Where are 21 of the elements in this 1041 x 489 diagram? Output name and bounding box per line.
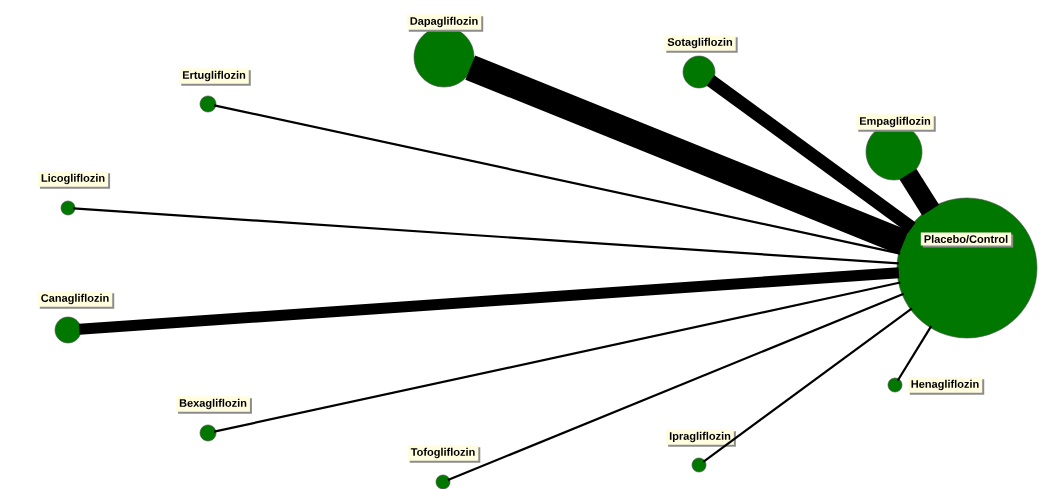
connector-line	[78, 267, 900, 335]
node-label: Bexagliflozin	[176, 396, 252, 414]
connector-line	[465, 55, 909, 255]
node-label: Henagliflozin	[907, 377, 985, 395]
connector-line	[213, 281, 901, 433]
node-label: Canagliflozin	[37, 291, 115, 309]
connector-line	[702, 307, 913, 463]
connector-line	[706, 75, 916, 233]
node-label: Sotagliflozin	[664, 35, 738, 53]
node-label: Ipragliflozin	[666, 429, 736, 447]
node-label: Tofogliflozin	[407, 445, 481, 463]
connector-line	[213, 104, 901, 255]
connector-line	[896, 325, 933, 382]
connector-line	[73, 207, 899, 265]
connector-line	[447, 292, 905, 481]
connector-line	[899, 168, 940, 216]
node-label: Dapagliflozin	[406, 14, 484, 32]
node-label: Ertugliflozin	[179, 68, 251, 86]
node-label: Placebo/Control	[920, 232, 1014, 248]
node-label: Empagliflozin	[856, 114, 936, 132]
node-label: Licogliflozin	[37, 171, 111, 189]
